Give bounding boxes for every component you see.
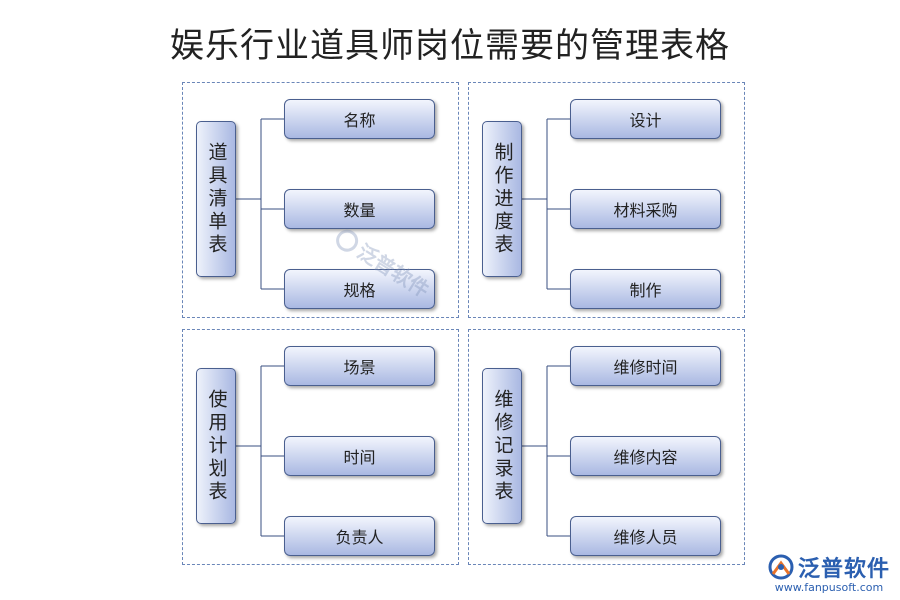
- panel-title-box: 制作进度表: [482, 121, 522, 277]
- page-title: 娱乐行业道具师岗位需要的管理表格: [170, 26, 730, 66]
- panel-repair-record: 维修记录表 维修时间 维修内容 维修人员: [468, 329, 745, 565]
- panel-title-box: 使用计划表: [196, 368, 236, 524]
- panel-title-box: 维修记录表: [482, 368, 522, 524]
- panel-production-progress: 制作进度表 设计 材料采购 制作: [468, 82, 745, 318]
- item-repair-time: 维修时间: [570, 346, 721, 386]
- item-design: 设计: [570, 99, 721, 139]
- item-material-purchase: 材料采购: [570, 189, 721, 229]
- panel-title: 使用计划表: [205, 388, 228, 504]
- panel-usage-plan: 使用计划表 场景 时间 负责人: [182, 329, 459, 565]
- panel-title: 道具清单表: [205, 141, 228, 257]
- item-repair-staff: 维修人员: [570, 516, 721, 556]
- item-production: 制作: [570, 269, 721, 309]
- item-repair-content: 维修内容: [570, 436, 721, 476]
- item-person-in-charge: 负责人: [284, 516, 435, 556]
- panel-title-box: 道具清单表: [196, 121, 236, 277]
- panel-title: 制作进度表: [491, 141, 514, 257]
- brand-name: 泛普软件: [797, 557, 890, 582]
- item-name: 名称: [284, 99, 435, 139]
- item-spec: 规格: [284, 269, 435, 309]
- item-time: 时间: [284, 436, 435, 476]
- brand-logo: 泛普软件 www.fanpusoft.com: [768, 551, 890, 594]
- item-scene: 场景: [284, 346, 435, 386]
- fanpu-logo-icon: [768, 554, 794, 580]
- brand-url: www.fanpusoft.com: [774, 581, 884, 594]
- panel-props-list: 道具清单表 名称 数量 规格: [182, 82, 459, 318]
- panel-title: 维修记录表: [491, 388, 514, 504]
- item-quantity: 数量: [284, 189, 435, 229]
